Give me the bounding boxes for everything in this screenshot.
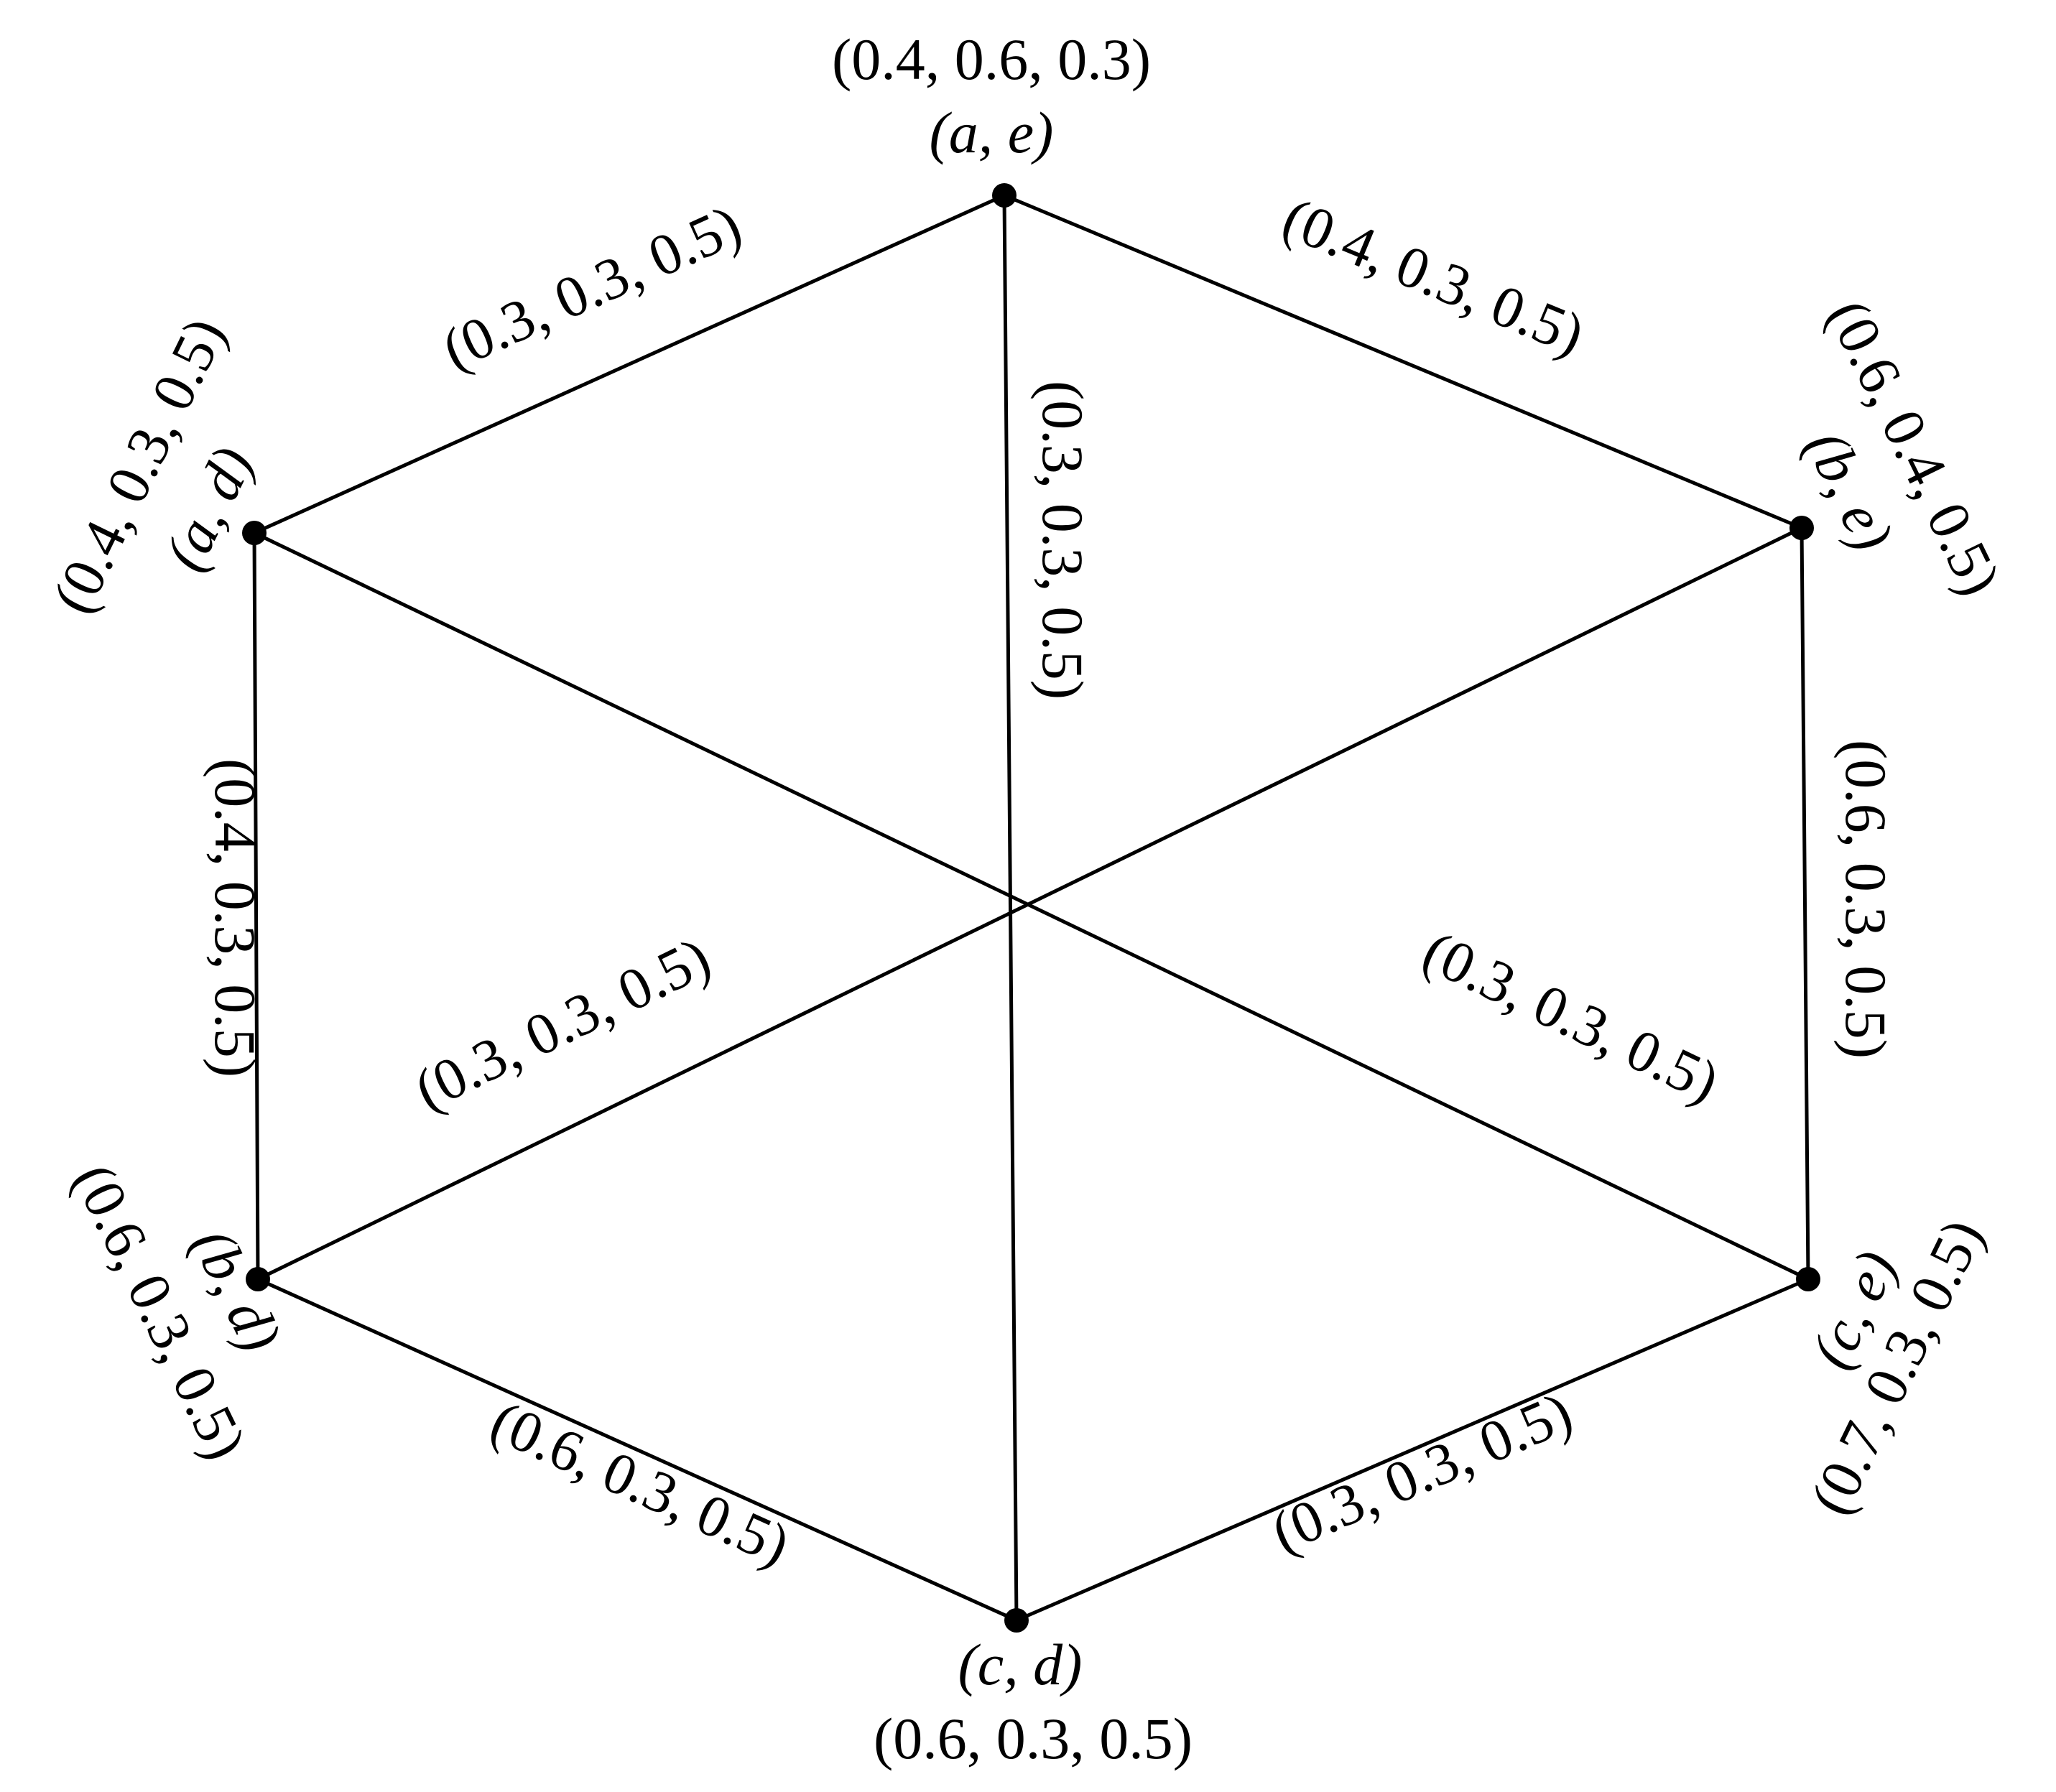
edge-label-bd-ad: (0.4, 0.3, 0.5) bbox=[203, 758, 268, 1077]
vertex-value-ae: (0.4, 0.6, 0.3) bbox=[832, 27, 1151, 92]
edges bbox=[252, 193, 1810, 1622]
edge-label-cd-bd: (0.6, 0.3, 0.5) bbox=[481, 1388, 799, 1578]
edge-label-bd-be: (0.3, 0.3, 0.5) bbox=[404, 924, 720, 1123]
vertex-be bbox=[1789, 516, 1814, 540]
edge-ad-ce bbox=[252, 531, 1810, 1281]
edge-ae-cd bbox=[1002, 193, 1019, 1622]
vertex-name-cd: (c, d) bbox=[958, 1632, 1082, 1697]
vertex-labels: (0.4, 0.6, 0.3) (a, e) (b, e) (0.6, 0.4,… bbox=[40, 27, 2014, 1771]
edge-label-ae-cd: (0.3, 0.3, 0.5) bbox=[1030, 381, 1096, 700]
vertex-bd bbox=[246, 1267, 270, 1291]
vertices bbox=[242, 183, 1820, 1633]
edge-ad-ae bbox=[252, 193, 1006, 535]
edge-label-ad-ae: (0.3, 0.3, 0.5) bbox=[433, 192, 751, 382]
edge-bd-ad bbox=[252, 531, 260, 1281]
edge-ae-be bbox=[1002, 193, 1804, 530]
edge-label-ae-be: (0.4, 0.3, 0.5) bbox=[1274, 185, 1593, 368]
edge-label-ce-cd: (0.3, 0.3, 0.5) bbox=[1262, 1379, 1581, 1565]
edge-be-ce bbox=[1800, 526, 1810, 1281]
vertex-ae bbox=[992, 183, 1017, 208]
edge-ce-cd bbox=[1014, 1277, 1810, 1622]
vertex-cd bbox=[1004, 1608, 1029, 1633]
vertex-value-cd: (0.6, 0.3, 0.5) bbox=[874, 1706, 1193, 1771]
edge-label-be-ce: (0.6, 0.3, 0.5) bbox=[1833, 740, 1899, 1059]
vertex-ce bbox=[1796, 1267, 1820, 1291]
edge-label-ad-ce: (0.3, 0.3, 0.5) bbox=[1413, 918, 1729, 1115]
vertex-value-ce: (0.7, 0.3, 0.5) bbox=[1797, 1209, 1996, 1524]
vertex-ad bbox=[242, 521, 267, 545]
edge-bd-be bbox=[256, 526, 1804, 1281]
edge-cd-bd bbox=[256, 1277, 1019, 1622]
vertex-name-ae: (a, e) bbox=[929, 100, 1053, 165]
